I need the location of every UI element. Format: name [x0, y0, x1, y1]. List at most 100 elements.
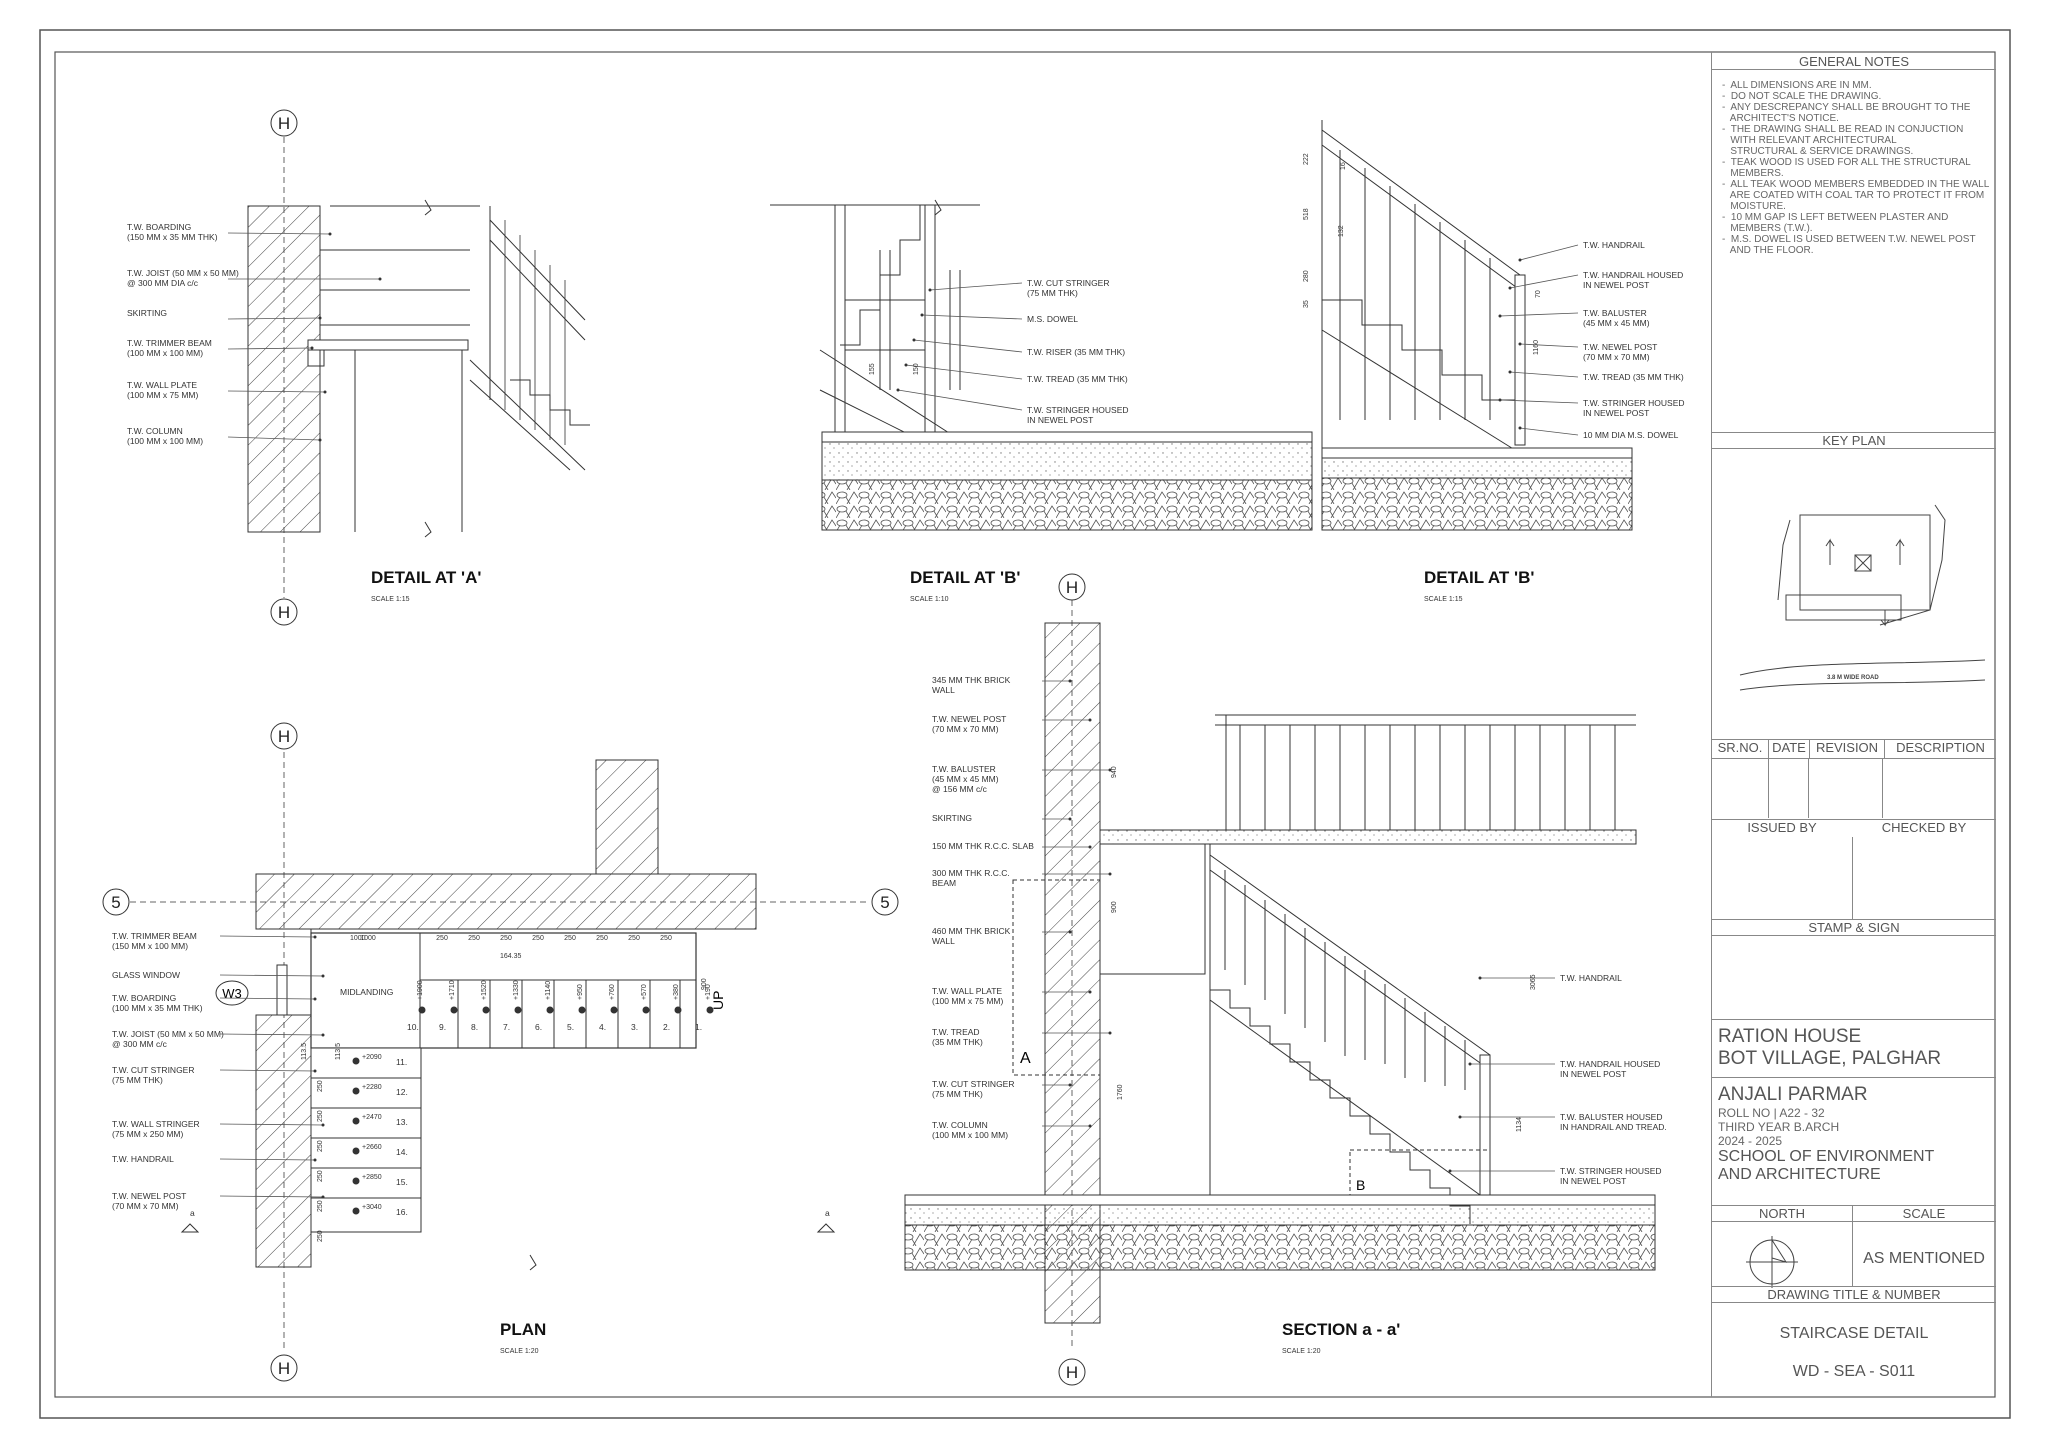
general-note-line: - THE DRAWING SHALL BE READ IN CONJUCTIO…	[1722, 124, 1964, 135]
section-dim: 1134	[1516, 1117, 1523, 1132]
plan-step-level: +2850	[362, 1174, 382, 1181]
leader-line	[219, 1195, 324, 1198]
section-left-label: T.W. WALL PLATE(100 MM x 75 MM)	[932, 986, 1003, 1006]
plan-dim: 250	[317, 1140, 324, 1152]
school-name-1: SCHOOL OF ENVIRONMENT	[1718, 1148, 1935, 1165]
window-tag-circle	[215, 980, 249, 1006]
leader-line	[227, 347, 313, 350]
grid-bubble-h: H	[278, 603, 290, 622]
stamp-sign-label: STAMP & SIGN	[1712, 920, 1996, 936]
detail-b2-label: T.W. BALUSTER(45 MM x 45 MM)	[1583, 308, 1650, 328]
year-of-study: THIRD YEAR B.ARCH	[1718, 1120, 1840, 1134]
leader-line	[1499, 399, 1579, 404]
grid-bubble-5: 5	[880, 893, 889, 912]
section-dim: 3065	[1530, 974, 1537, 990]
plan-step-level: +1520	[481, 980, 488, 1000]
plan-step-number: 1.	[695, 1022, 702, 1032]
level-marker-icon	[642, 1006, 650, 1014]
leader-line	[227, 317, 321, 320]
detail-b1-label: M.S. DOWEL	[1027, 314, 1078, 324]
general-note-line: - DO NOT SCALE THE DRAWING.	[1722, 91, 1882, 102]
level-marker-icon	[578, 1006, 586, 1014]
grid-bubble-h-circle	[270, 1354, 298, 1382]
plan-step-number: 13.	[396, 1117, 408, 1127]
section-marker-a-prime: a	[825, 1208, 830, 1218]
detail-b1-dim: 150	[913, 363, 920, 375]
student-name: ANJALI PARMAR	[1718, 1084, 1868, 1105]
plan-top-dim: 250	[596, 935, 608, 942]
grid-bubble-h-circle	[1058, 573, 1086, 601]
grid-bubble-h-circle	[270, 109, 298, 137]
roll-number: ROLL NO | A22 - 32	[1718, 1106, 1825, 1120]
plan-step-level: +2660	[362, 1144, 382, 1151]
detail-a-label: SKIRTING	[127, 308, 167, 318]
section-arrow-icon	[816, 1223, 836, 1233]
detail-a-drawing	[247, 199, 590, 538]
plan-dim: 113.5	[335, 1043, 342, 1060]
detail-b2-dim: 1160	[1533, 340, 1540, 355]
level-marker-icon	[546, 1006, 554, 1014]
detail-b2-dim: 70	[1535, 290, 1542, 298]
plan-dim: 250	[317, 1080, 324, 1092]
leader-line	[1509, 371, 1579, 378]
plan-step-level: +2470	[362, 1114, 382, 1121]
plan-step-level: +2090	[362, 1054, 382, 1061]
scale-value: AS MENTIONED	[1863, 1250, 1985, 1267]
detail-b1-title: DETAIL AT 'B'	[910, 568, 1020, 587]
general-note-line: ARE COATED WITH COAL TAR TO PROTECT IT F…	[1722, 190, 1985, 201]
detail-b2-dim: 132	[1338, 225, 1345, 237]
leader-dot	[1108, 1031, 1112, 1035]
detail-b2-label: T.W. HANDRAIL	[1583, 240, 1645, 250]
leader-line	[897, 389, 1023, 411]
leader-dot	[1448, 1169, 1452, 1173]
section-dim: 940	[1111, 766, 1118, 778]
leader-line	[913, 339, 1023, 353]
sheet-outer-border	[39, 29, 2011, 1419]
general-note-line: - M.S. DOWEL IS USED BETWEEN T.W. NEWEL …	[1722, 234, 1976, 245]
detail-b2-dim: 16	[1340, 162, 1347, 170]
plan-step-number: 3.	[631, 1022, 638, 1032]
plan-label: T.W. JOIST (50 MM x 50 MM)@ 300 MM c/c	[112, 1029, 224, 1049]
leader-dot	[1068, 1083, 1072, 1087]
leader-dot	[313, 997, 317, 1001]
section-right-label: T.W. HANDRAIL	[1560, 973, 1622, 983]
plan-label: T.W. TRIMMER BEAM(150 MM x 100 MM)	[112, 931, 197, 951]
plan-top-dim: 250	[628, 935, 640, 942]
leader-dot	[1498, 314, 1502, 318]
leader-line	[1509, 274, 1579, 289]
general-note-line: - 10 MM GAP IS LEFT BETWEEN PLASTER AND	[1722, 212, 1949, 223]
plan-step-level: +1710	[449, 980, 456, 1000]
leader-dot	[1088, 1124, 1092, 1128]
leader-dot	[1458, 1115, 1462, 1119]
level-marker-icon	[706, 1006, 714, 1014]
leader-dot	[896, 388, 900, 392]
leader-line	[219, 1123, 324, 1126]
key-plan-road-label: 3.8 M WIDE ROAD	[1827, 675, 1879, 681]
leader-dot	[1108, 872, 1112, 876]
leader-line	[929, 282, 1023, 291]
plan-step-number: 4.	[599, 1022, 606, 1032]
drawing-title-header: DRAWING TITLE & NUMBER	[1712, 1287, 1996, 1303]
general-note-line: - ALL DIMENSIONS ARE IN MM.	[1722, 80, 1872, 91]
leader-line	[905, 364, 1023, 380]
leader-dot	[1518, 342, 1522, 346]
plan-step-number: 10.	[407, 1022, 419, 1032]
leader-dot	[904, 363, 908, 367]
general-note-line: MOISTURE.	[1722, 201, 1786, 212]
plan-top-dim: 250	[532, 935, 544, 942]
leader-dot	[1518, 258, 1522, 262]
plan-dim: 164.35	[500, 953, 522, 960]
section-left-label: T.W. NEWEL POST(70 MM x 70 MM)	[932, 714, 1006, 734]
section-left-label: 150 MM THK R.C.C. SLAB	[932, 841, 1034, 851]
leader-line	[1519, 244, 1579, 261]
section-left-label: T.W. TREAD(35 MM THK)	[932, 1027, 983, 1047]
leader-dot	[328, 232, 332, 236]
detail-b2-label: T.W. NEWEL POST(70 MM x 70 MM)	[1583, 342, 1657, 362]
plan-step-level: +190	[705, 984, 712, 1000]
detail-b2-dim: 35	[1303, 300, 1310, 308]
general-note-line: - TEAK WOOD IS USED FOR ALL THE STRUCTUR…	[1722, 157, 1971, 168]
plan-step-number: 15.	[396, 1177, 408, 1187]
section-left-label: T.W. CUT STRINGER(75 MM THK)	[932, 1079, 1015, 1099]
